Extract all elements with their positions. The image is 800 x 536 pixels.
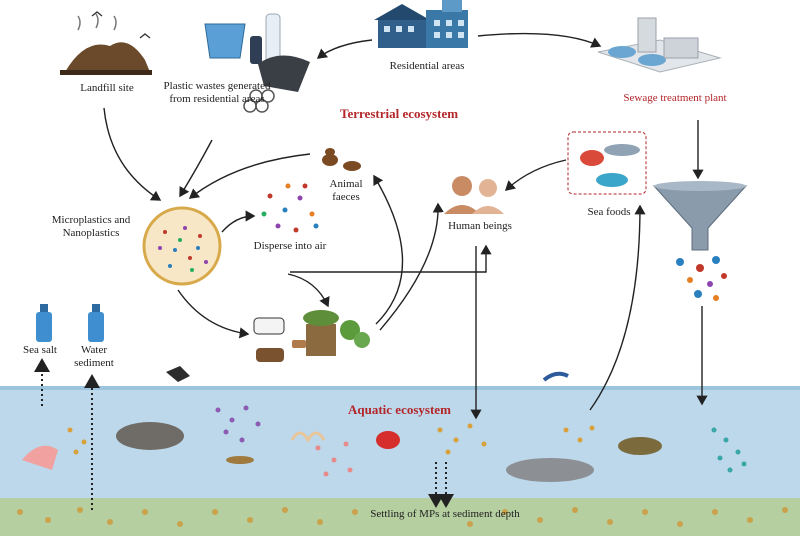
arrow-micro-to-livestock — [177, 289, 250, 339]
label-human-beings: Human beings — [448, 220, 512, 232]
label-sea-salt: Sea salt — [23, 344, 57, 356]
residential-icon — [374, 0, 468, 48]
bottle-icons — [36, 304, 104, 342]
arrow-micro-to-air — [221, 210, 256, 233]
arrow-air-to-humans — [290, 244, 492, 273]
label-micro-nano: Microplastics and Nanoplastics — [51, 214, 131, 240]
faeces-icon — [322, 148, 361, 171]
title-aquatic: Aquatic ecosystem — [348, 402, 451, 417]
label-plastic-wastes: Plastic wastes generated from residentia… — [163, 80, 271, 106]
seafood-icon — [567, 131, 647, 195]
label-disperse-air: Disperse into air — [253, 240, 327, 252]
funnel-icon — [652, 181, 748, 251]
petri-dish-icon — [142, 206, 222, 286]
arrow-water-to-seafood — [589, 204, 646, 411]
label-water-sediment: Water sediment — [74, 344, 114, 370]
arrow-residential-to-plastic — [316, 39, 373, 59]
aquatic-particles — [67, 405, 747, 477]
sewage-plant-icon — [597, 17, 722, 73]
arrow-residential-to-sewage — [477, 32, 602, 48]
arrow-livestock-to-humans — [379, 202, 444, 331]
air-particles — [261, 183, 319, 233]
title-terrestrial: Terrestrial ecosystem — [340, 106, 459, 121]
arrow-livestock-to-faeces — [373, 174, 404, 325]
plastic-waste-icon — [204, 13, 310, 113]
arrow-faeces-to-micro — [188, 153, 311, 199]
arrow-air-to-livestock — [287, 273, 330, 308]
label-settling: Settling of MPs at sediment depth — [370, 508, 520, 520]
water-surface — [0, 386, 800, 390]
arrow-plastic-to-micro — [179, 139, 213, 198]
landfill-icon — [60, 11, 152, 75]
label-sea-foods: Sea foods — [587, 206, 631, 218]
sediment-layer — [0, 498, 800, 536]
label-residential: Residential areas — [389, 60, 465, 72]
label-sewage: Sewage treatment plant — [623, 92, 727, 104]
label-animal-faeces: Animal faeces — [329, 178, 363, 204]
humans-icon — [444, 176, 504, 214]
dotted-arrows — [34, 358, 454, 510]
funnel-particles — [676, 256, 727, 301]
flow-arrows — [103, 32, 708, 420]
aquatic-life — [22, 366, 662, 482]
label-landfill: Landfill site — [80, 82, 134, 94]
arrow-seafood-to-humans — [504, 159, 567, 191]
arrow-landfill-to-micro — [103, 107, 162, 201]
livestock-icon — [253, 310, 370, 362]
sediment-pebbles — [17, 507, 788, 527]
